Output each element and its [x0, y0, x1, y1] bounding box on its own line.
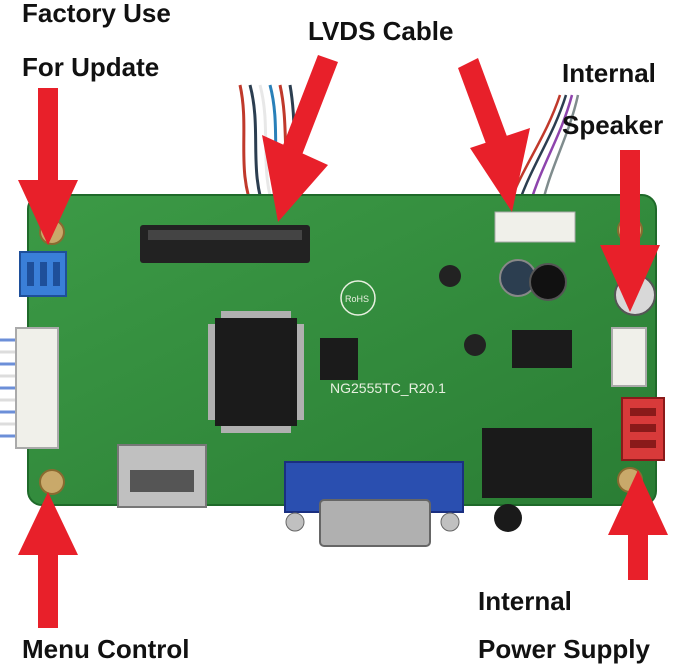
label-internal-speaker-1: Internal	[562, 58, 656, 88]
speaker-connector-top	[494, 211, 576, 243]
label-internal-power-2: Power Supply	[478, 634, 650, 664]
rohs-mark: RoHS	[345, 294, 369, 304]
label-factory-use: Factory Use	[22, 0, 171, 28]
label-menu-control: Menu Control	[22, 634, 190, 664]
arrow-menu-control	[18, 492, 78, 628]
silkscreen-model: NG2555TC_R20.1	[330, 380, 446, 396]
arrow-lvds	[262, 55, 338, 222]
label-internal-speaker-2: Speaker	[562, 110, 664, 140]
label-internal-power-1: Internal	[478, 586, 572, 616]
arrow-lvds-cable-right	[458, 58, 530, 212]
speaker-connector	[611, 327, 647, 387]
arrow-internal-speaker	[600, 150, 660, 312]
audio-jack	[482, 428, 592, 498]
label-lvds-cable: LVDS Cable	[308, 16, 454, 46]
arrow-factory-update	[18, 88, 78, 245]
menu-connector	[15, 327, 59, 449]
arrow-power-supply	[608, 470, 668, 580]
arrows	[18, 55, 668, 628]
main-chip	[215, 318, 297, 426]
label-for-update: For Update	[22, 52, 160, 82]
